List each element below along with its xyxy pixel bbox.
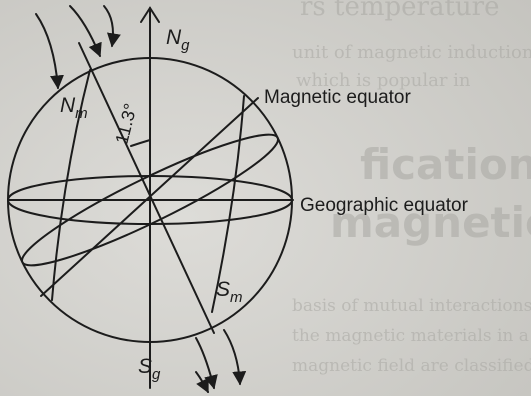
field-line-south-inner — [195, 337, 218, 390]
field-line-north-outer — [35, 13, 64, 90]
field-line-north-right — [103, 5, 121, 48]
ghost-line-8: magnetic field are classified into these — [292, 356, 531, 376]
label-north-geographic: Ng — [166, 26, 190, 54]
magnetic-equator-ellipse — [21, 133, 279, 267]
label-south-geographic: Sg — [138, 355, 161, 383]
field-line-south-left — [195, 371, 209, 394]
meridian-left — [51, 69, 91, 301]
ghost-line-4: fication of — [360, 140, 531, 189]
field-line-north-inner — [69, 5, 102, 58]
angle-arc — [130, 139, 151, 147]
magnetic-equator-line — [40, 97, 259, 297]
ghost-line-2: unit of magnetic induction — [292, 42, 531, 63]
magnetic-axis — [78, 42, 215, 334]
label-south-magnetic: Sm — [216, 278, 243, 306]
label-north-magnetic: Nm — [60, 94, 88, 122]
label-magnetic-equator: Magnetic equator — [264, 87, 411, 108]
north-axis-arrowhead — [140, 6, 160, 23]
ghost-line-5: magnetic substance — [330, 198, 531, 247]
ghost-line-7: the magnetic materials in a — [292, 326, 529, 346]
meridian-right — [211, 95, 245, 313]
ghost-line-6: basis of mutual interactions of these — [292, 296, 531, 316]
label-geographic-equator: Geographic equator — [300, 195, 469, 216]
field-line-south-outer — [223, 329, 247, 386]
ghost-line-1: rs temperature — [300, 0, 500, 22]
label-angle: 11.3° — [111, 101, 140, 146]
ghost-line-3: which is popular in — [296, 70, 471, 91]
